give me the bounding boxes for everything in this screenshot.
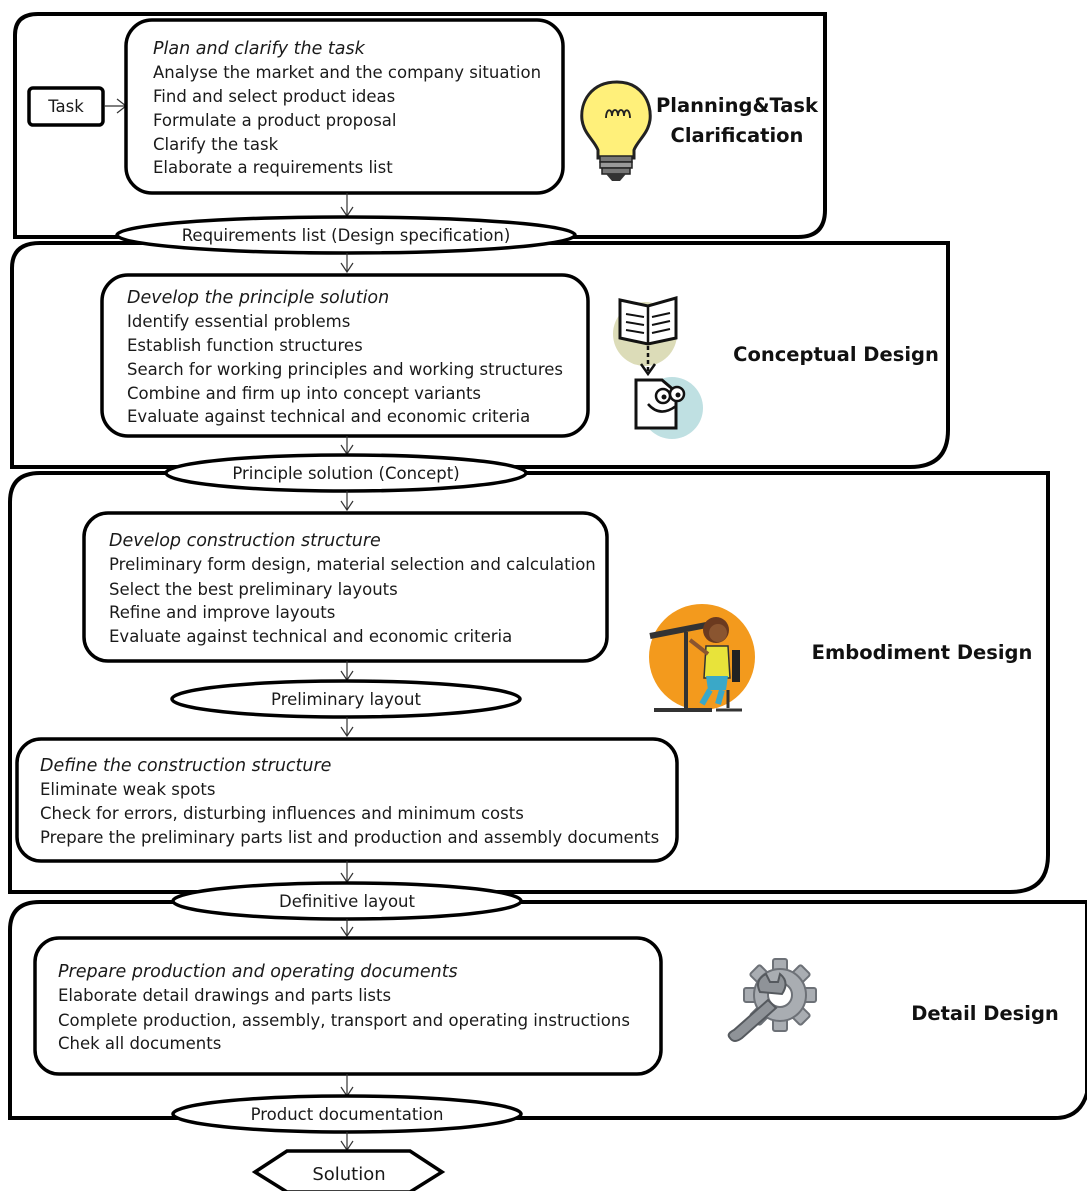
process-step: Establish function structures <box>127 336 363 355</box>
output-principle-solution <box>164 453 528 493</box>
process-step: Preliminary form design, material select… <box>109 555 596 574</box>
output-preliminary-layout <box>170 679 522 719</box>
process-step: Evaluate against technical and economic … <box>109 627 512 646</box>
process-box-title: Define the construction structure <box>40 756 331 776</box>
process-step: Elaborate a requirements list <box>153 158 393 177</box>
process-step: Refine and improve layouts <box>109 603 335 622</box>
process-box-title: Develop the principle solution <box>127 288 389 308</box>
task-box <box>27 86 105 127</box>
process-box-title: Plan and clarify the task <box>153 39 366 59</box>
flow-arrow-head <box>340 262 354 274</box>
process-box-title: Prepare production and operating documen… <box>58 962 458 982</box>
process-box-title: Develop construction structure <box>109 531 381 551</box>
phase-label-planning: Planning&Task <box>656 94 819 117</box>
solution-hexagon <box>251 1149 446 1191</box>
process-box-planning <box>124 18 565 195</box>
solution-label: Solution <box>312 1164 385 1185</box>
process-step: Check for errors, disturbing influences … <box>40 804 524 823</box>
flow-arrow-head <box>340 926 354 938</box>
phase-label-conceptual: Conceptual Design <box>733 343 939 366</box>
process-step: Analyse the market and the company situa… <box>153 63 541 82</box>
output-label: Requirements list (Design specification) <box>182 226 511 245</box>
process-step: Select the best preliminary layouts <box>109 580 398 599</box>
flow-arrow-head <box>340 726 354 738</box>
process-step: Search for working principles and workin… <box>127 360 563 379</box>
task-label: Task <box>47 97 84 116</box>
process-box-detail <box>33 936 663 1076</box>
process-step: Prepare the preliminary parts list and p… <box>40 828 659 847</box>
book-idea-icon <box>613 296 703 439</box>
process-step: Complete production, assembly, transport… <box>58 1011 630 1030</box>
output-label: Principle solution (Concept) <box>232 464 459 483</box>
process-box-embodiment <box>82 511 609 663</box>
process-step: Formulate a product proposal <box>153 111 397 130</box>
process-step: Clarify the task <box>153 135 279 154</box>
process-step: Elaborate detail drawings and parts list… <box>58 986 391 1005</box>
process-step: Chek all documents <box>58 1034 221 1053</box>
lightbulb-icon <box>580 80 652 181</box>
phase-label-embodiment: Embodiment Design <box>812 641 1033 664</box>
process-step: Eliminate weak spots <box>40 780 215 799</box>
output-label: Preliminary layout <box>271 690 421 709</box>
process-step: Evaluate against technical and economic … <box>127 407 530 426</box>
process-step: Combine and firm up into concept variant… <box>127 384 481 403</box>
process-step: Identify essential problems <box>127 312 350 331</box>
gear-wrench-icon <box>727 958 817 1042</box>
output-requirements-list <box>115 215 577 255</box>
phase-label-planning-line2: Clarification <box>671 124 804 147</box>
person-drafting-icon <box>649 604 755 712</box>
output-label: Product documentation <box>251 1105 444 1124</box>
phase-label-detail: Detail Design <box>911 1002 1059 1025</box>
process-step: Find and select product ideas <box>153 87 395 106</box>
output-label: Definitive layout <box>279 892 416 911</box>
flow-arrow-head <box>340 500 354 512</box>
process-box-conceptual <box>100 273 590 438</box>
